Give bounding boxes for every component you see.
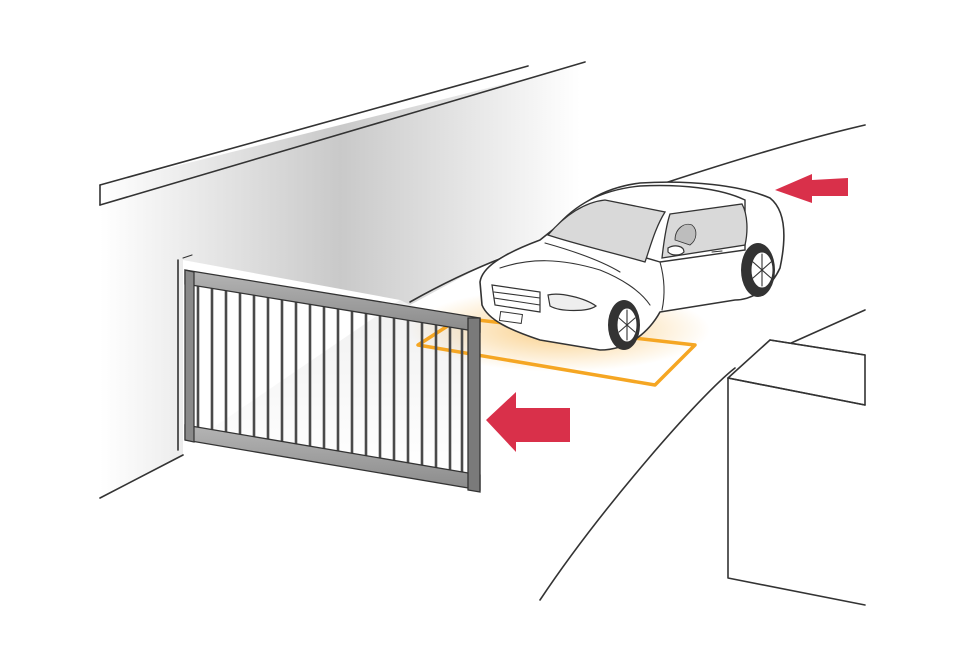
guard-booth — [727, 339, 866, 606]
gate-direction-arrow-icon — [486, 392, 570, 452]
sliding-gate-icon — [184, 269, 481, 493]
car-direction-arrow-icon — [775, 174, 848, 203]
garage-wall — [99, 61, 586, 499]
front-wheel-icon — [608, 300, 640, 350]
gate-bars — [196, 286, 464, 477]
rear-wheel-icon — [741, 243, 775, 297]
car-icon — [479, 181, 785, 351]
